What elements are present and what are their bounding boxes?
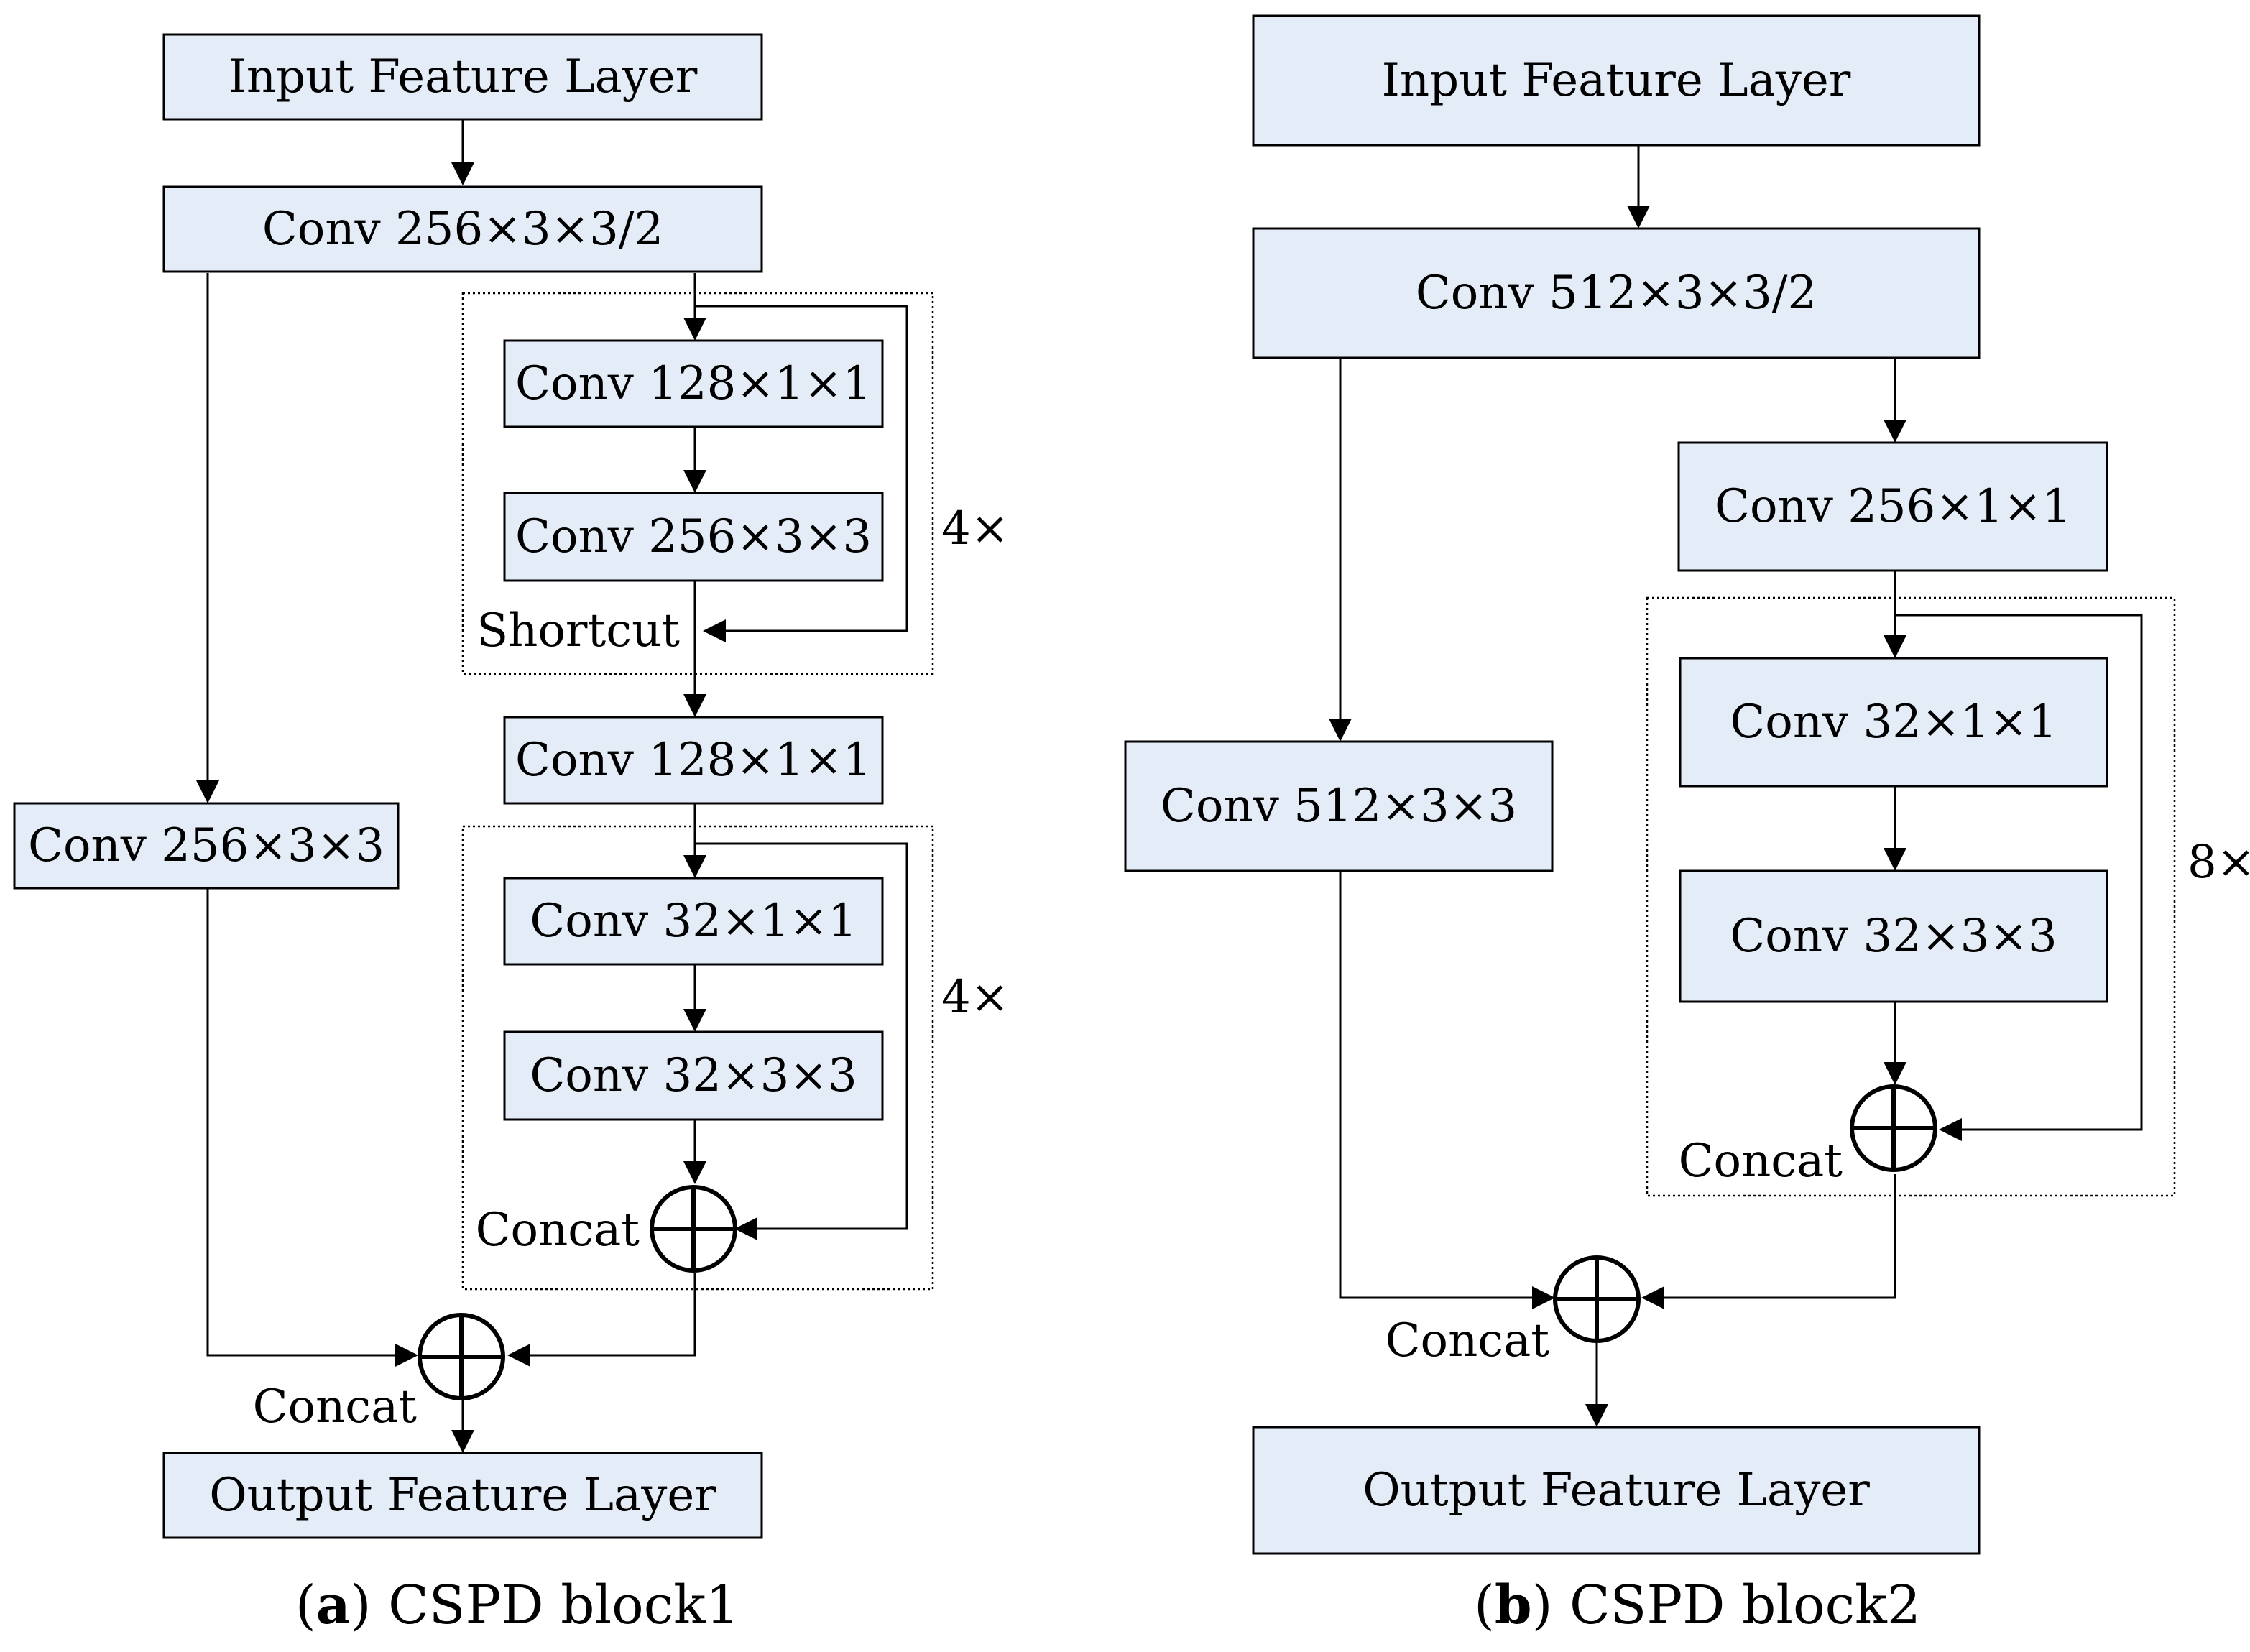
input-feature-layer-b-label: Input Feature Layer bbox=[1382, 54, 1851, 107]
conv-down-b bbox=[1252, 227, 1981, 359]
concat-icon bbox=[650, 1185, 737, 1273]
block-b-conv-b bbox=[1679, 869, 2108, 1003]
input-feature-layer-a-label: Input Feature Layer bbox=[229, 50, 698, 103]
caption-b: (b) CSPD block2 bbox=[1474, 1574, 1921, 1636]
block2-concat-label: Concat bbox=[476, 1204, 640, 1257]
final-concat-b-label: Concat bbox=[1385, 1314, 1550, 1367]
block-b-concat-label: Concat bbox=[1679, 1135, 1843, 1188]
block-b-conv-a bbox=[1679, 657, 2108, 788]
repeat-group-block2 bbox=[1646, 596, 2176, 1197]
input-feature-layer-b bbox=[1252, 14, 1981, 147]
concat-icon bbox=[418, 1313, 505, 1400]
conv-down-b-label: Conv 512×3×3/2 bbox=[1416, 267, 1817, 320]
output-feature-layer-b-label: Output Feature Layer bbox=[1363, 1464, 1870, 1517]
final-concat-a-label: Concat bbox=[253, 1380, 418, 1434]
conv-down-a bbox=[162, 185, 763, 273]
repeat-label-block2: 8× bbox=[2187, 836, 2250, 889]
concat-icon bbox=[1850, 1084, 1937, 1172]
branch-left-b bbox=[1124, 740, 1554, 872]
repeat-label-concat: 4× bbox=[941, 971, 1009, 1024]
panel-b: Input Feature Layer Conv 512×3×3/2 Conv … bbox=[1124, 14, 2250, 1636]
conv-down-a-label: Conv 256×3×3/2 bbox=[262, 203, 663, 256]
block1-conv-a-label: Conv 128×1×1 bbox=[515, 357, 872, 410]
branch-right-b-label: Conv 256×1×1 bbox=[1715, 480, 2071, 533]
block-b-conv-a-label: Conv 32×1×1 bbox=[1730, 696, 2057, 749]
input-feature-layer-a bbox=[162, 33, 763, 121]
panel-a: Input Feature Layer Conv 256×3×3/2 Conv … bbox=[13, 33, 1009, 1636]
block-b-conv-b-label: Conv 32×3×3 bbox=[1730, 910, 2057, 963]
branch-right-b bbox=[1677, 441, 2108, 572]
output-feature-layer-a bbox=[162, 1452, 763, 1539]
panel-b-connectors bbox=[1329, 145, 2143, 1427]
transition-conv-a-label: Conv 128×1×1 bbox=[515, 734, 872, 787]
block1-conv-b-label: Conv 256×3×3 bbox=[515, 510, 872, 563]
block2-conv-b-label: Conv 32×3×3 bbox=[530, 1049, 857, 1102]
branch-left-b-label: Conv 512×3×3 bbox=[1161, 780, 1517, 833]
branch-left-a-label: Conv 256×3×3 bbox=[28, 819, 384, 872]
block2-conv-a bbox=[503, 877, 884, 966]
repeat-group-shortcut bbox=[461, 292, 934, 675]
concat-icon bbox=[1553, 1255, 1641, 1343]
block2-conv-b bbox=[503, 1030, 884, 1121]
panel-a-connectors bbox=[196, 119, 908, 1453]
repeat-group-concat bbox=[461, 825, 934, 1291]
caption-a: (a) CSPD block1 bbox=[295, 1574, 739, 1636]
repeat-label-shortcut: 4× bbox=[941, 502, 1009, 555]
transition-conv-a bbox=[503, 716, 884, 805]
block1-conv-a bbox=[503, 339, 884, 428]
output-feature-layer-a-label: Output Feature Layer bbox=[209, 1469, 716, 1522]
block1-conv-b bbox=[503, 492, 884, 582]
block2-conv-a-label: Conv 32×1×1 bbox=[530, 895, 857, 948]
output-feature-layer-b bbox=[1252, 1426, 1981, 1555]
shortcut-label: Shortcut bbox=[476, 604, 680, 657]
branch-left-a bbox=[13, 802, 400, 890]
